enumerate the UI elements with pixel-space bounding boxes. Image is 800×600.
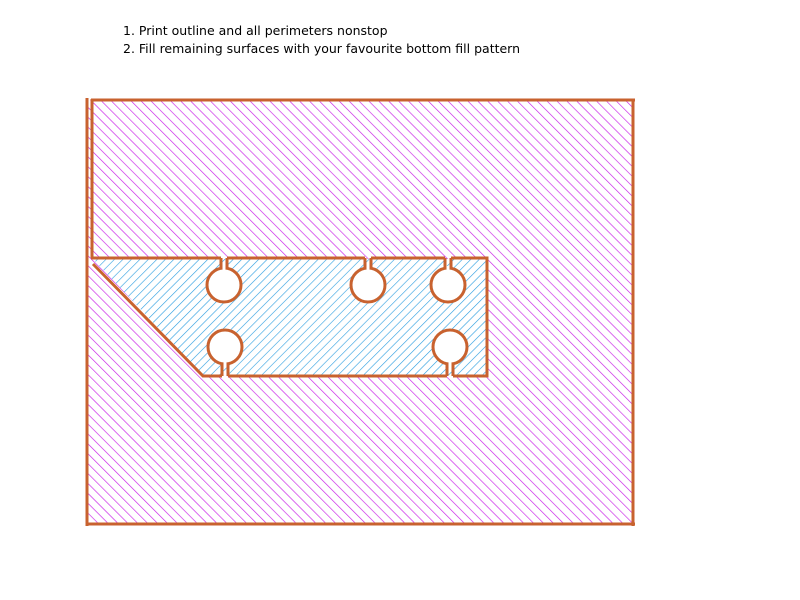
hole-5 bbox=[431, 328, 469, 366]
holes bbox=[205, 266, 469, 366]
hole-2 bbox=[349, 266, 387, 304]
inner-fill-region bbox=[93, 259, 486, 375]
connector-gaps bbox=[222, 266, 452, 367]
instructions: 1. Print outline and all perimeters nons… bbox=[123, 22, 520, 58]
hole-3 bbox=[429, 266, 467, 304]
outline-path bbox=[85, 98, 635, 526]
hole-1 bbox=[205, 266, 243, 304]
instruction-step-2: 2. Fill remaining surfaces with your fav… bbox=[123, 41, 521, 56]
slot-top-edge-4 bbox=[451, 256, 489, 378]
hole-4 bbox=[206, 328, 244, 366]
instruction-step-1: 1. Print outline and all perimeters nons… bbox=[123, 23, 388, 38]
slot-bottom-edge-2 bbox=[91, 262, 222, 378]
